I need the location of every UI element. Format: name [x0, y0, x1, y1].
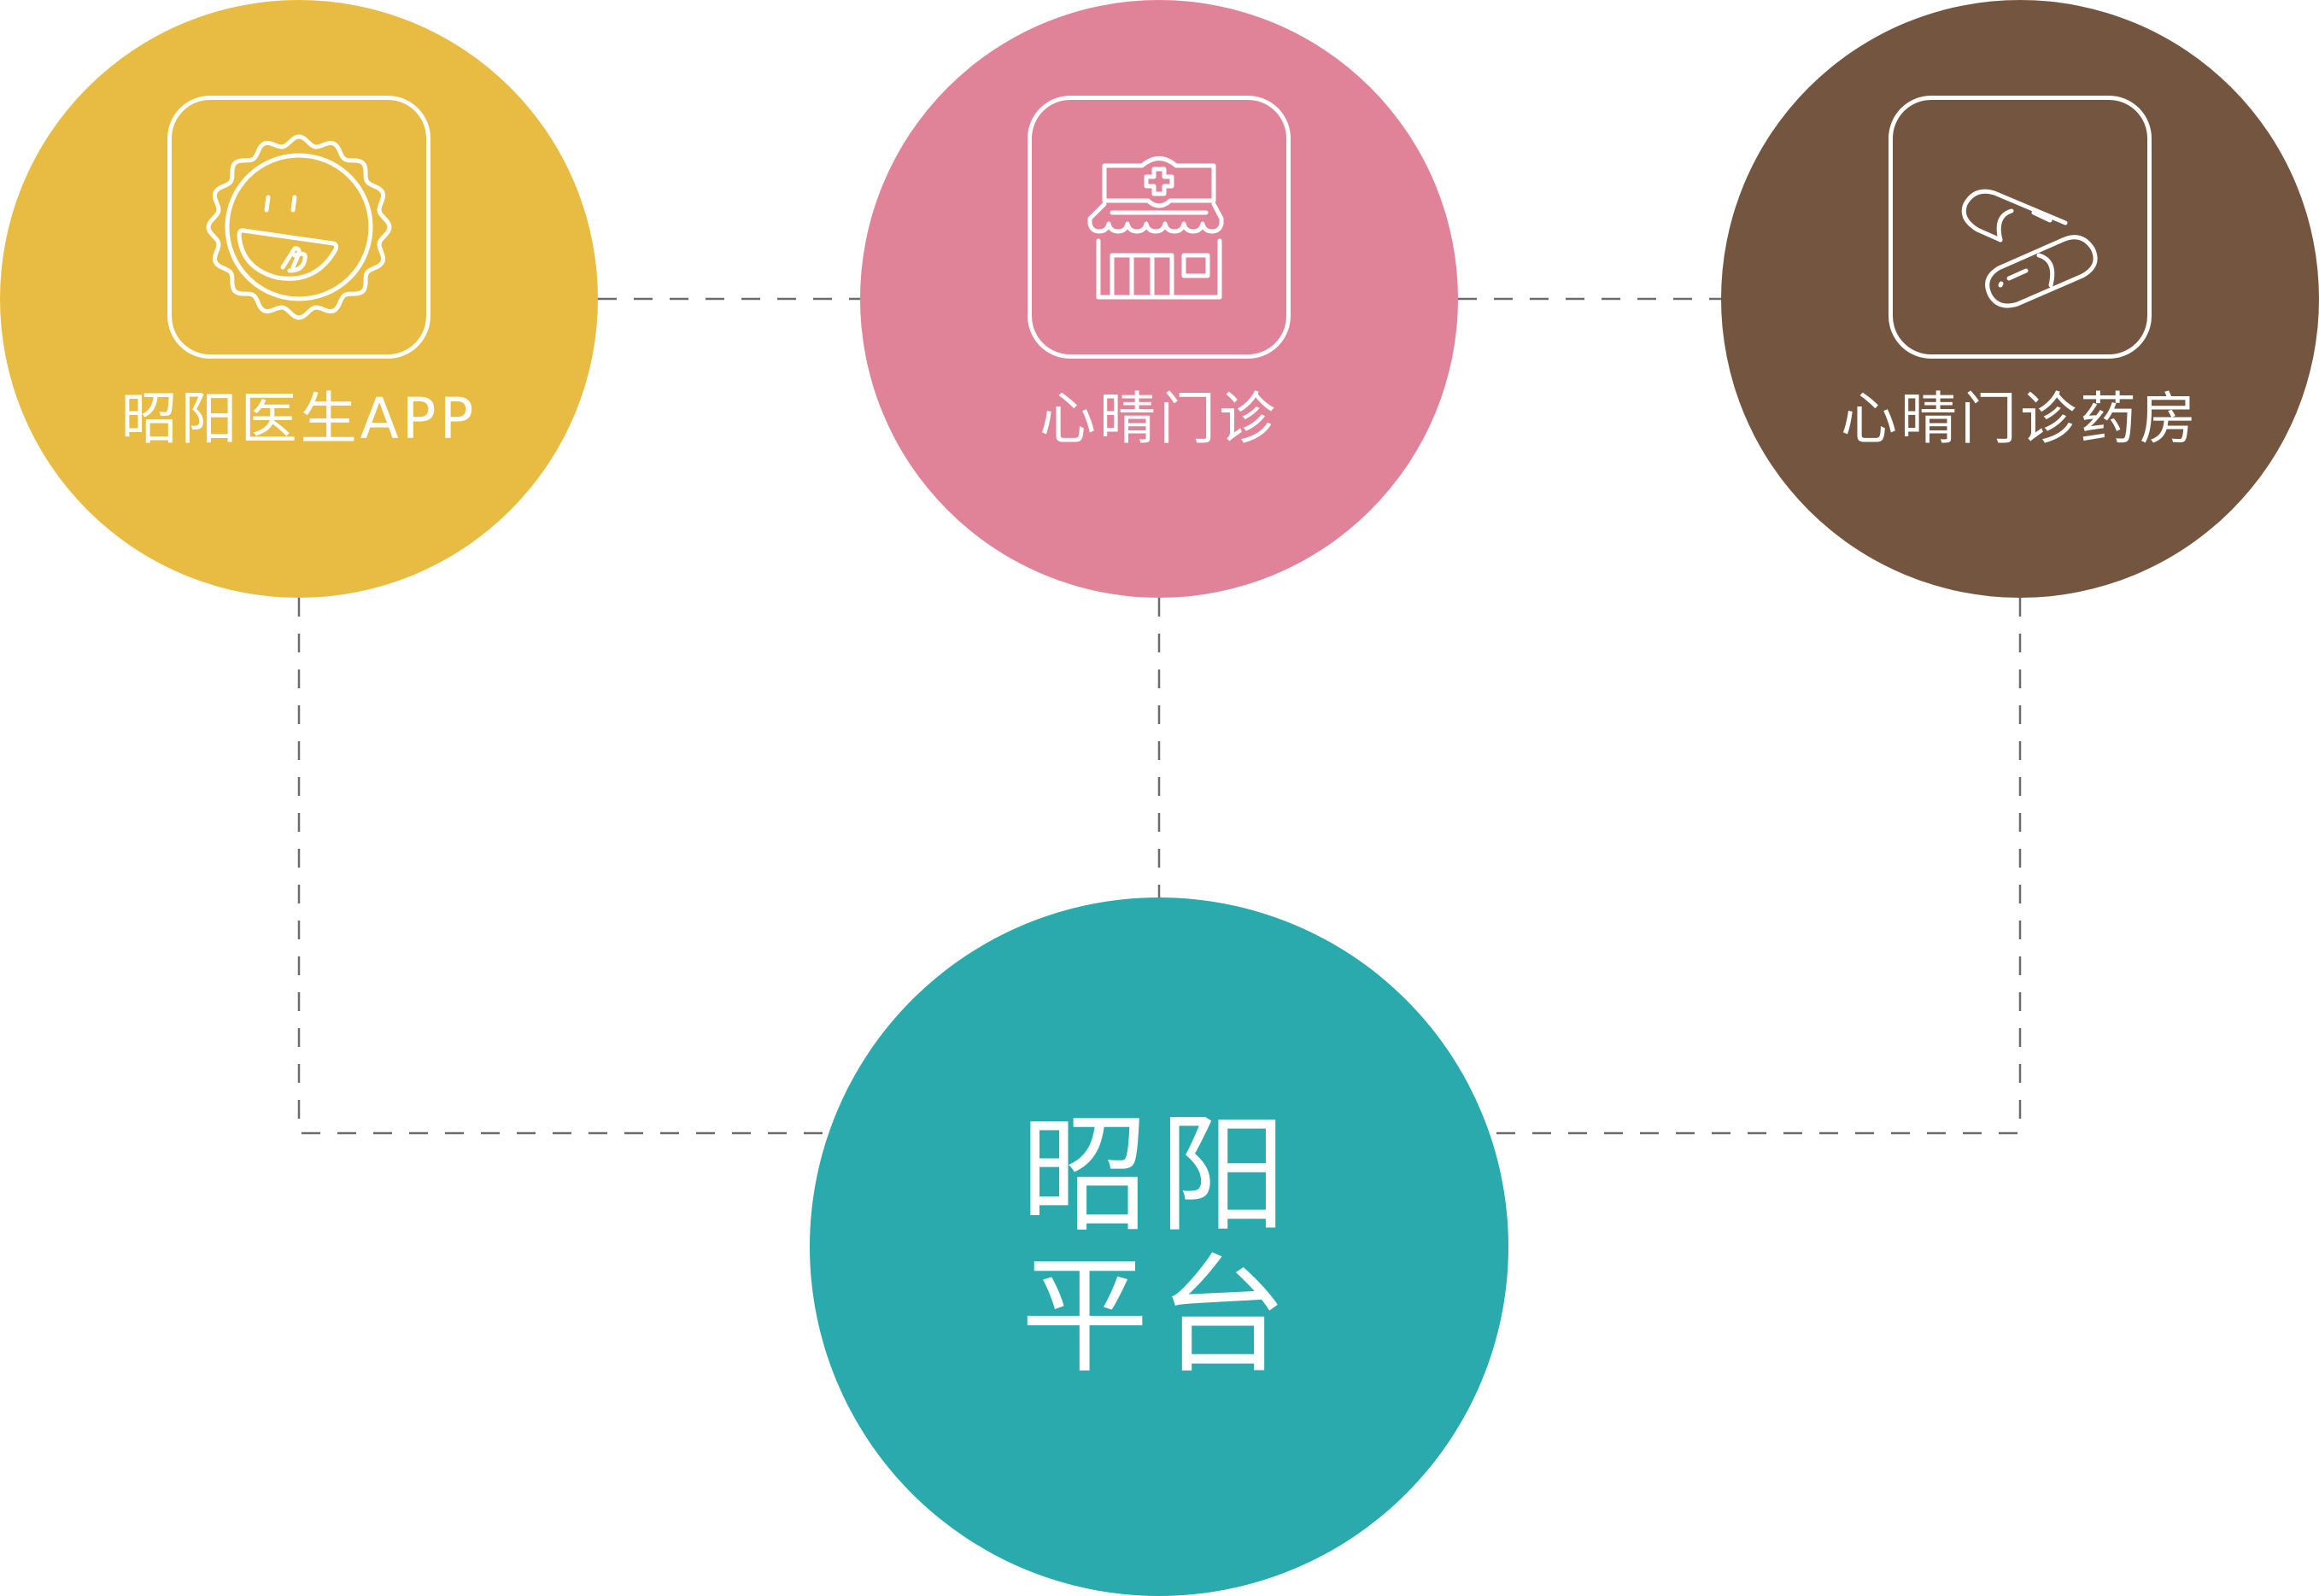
node-zhaoyang-doctor-app: 昭阳医生APP: [0, 0, 598, 598]
node-label: 心晴门诊药房: [1841, 386, 2199, 452]
node-label: 心晴门诊: [1039, 386, 1279, 452]
smiley-sun-icon: [206, 134, 392, 320]
connector-app-platform: [297, 598, 837, 1135]
node-zhaoyang-platform: 昭阳 平台: [810, 897, 1508, 1596]
platform-title-line2: 平台: [1020, 1242, 1297, 1391]
clinic-icon-frame: [1028, 96, 1291, 359]
node-xinqing-clinic: 心晴门诊: [860, 0, 1458, 598]
connector-pharmacy-platform: [1486, 598, 2022, 1135]
node-xinqing-clinic-pharmacy: 心晴门诊药房: [1721, 0, 2319, 598]
pharmacy-icon-frame: [1889, 96, 2152, 359]
node-label: 昭阳医生APP: [120, 386, 477, 452]
pills-capsule-icon: [1961, 189, 2098, 308]
platform-title-line1: 昭阳: [1020, 1102, 1297, 1250]
app-icon-frame: [167, 96, 430, 359]
clinic-store-icon: [1087, 156, 1224, 300]
